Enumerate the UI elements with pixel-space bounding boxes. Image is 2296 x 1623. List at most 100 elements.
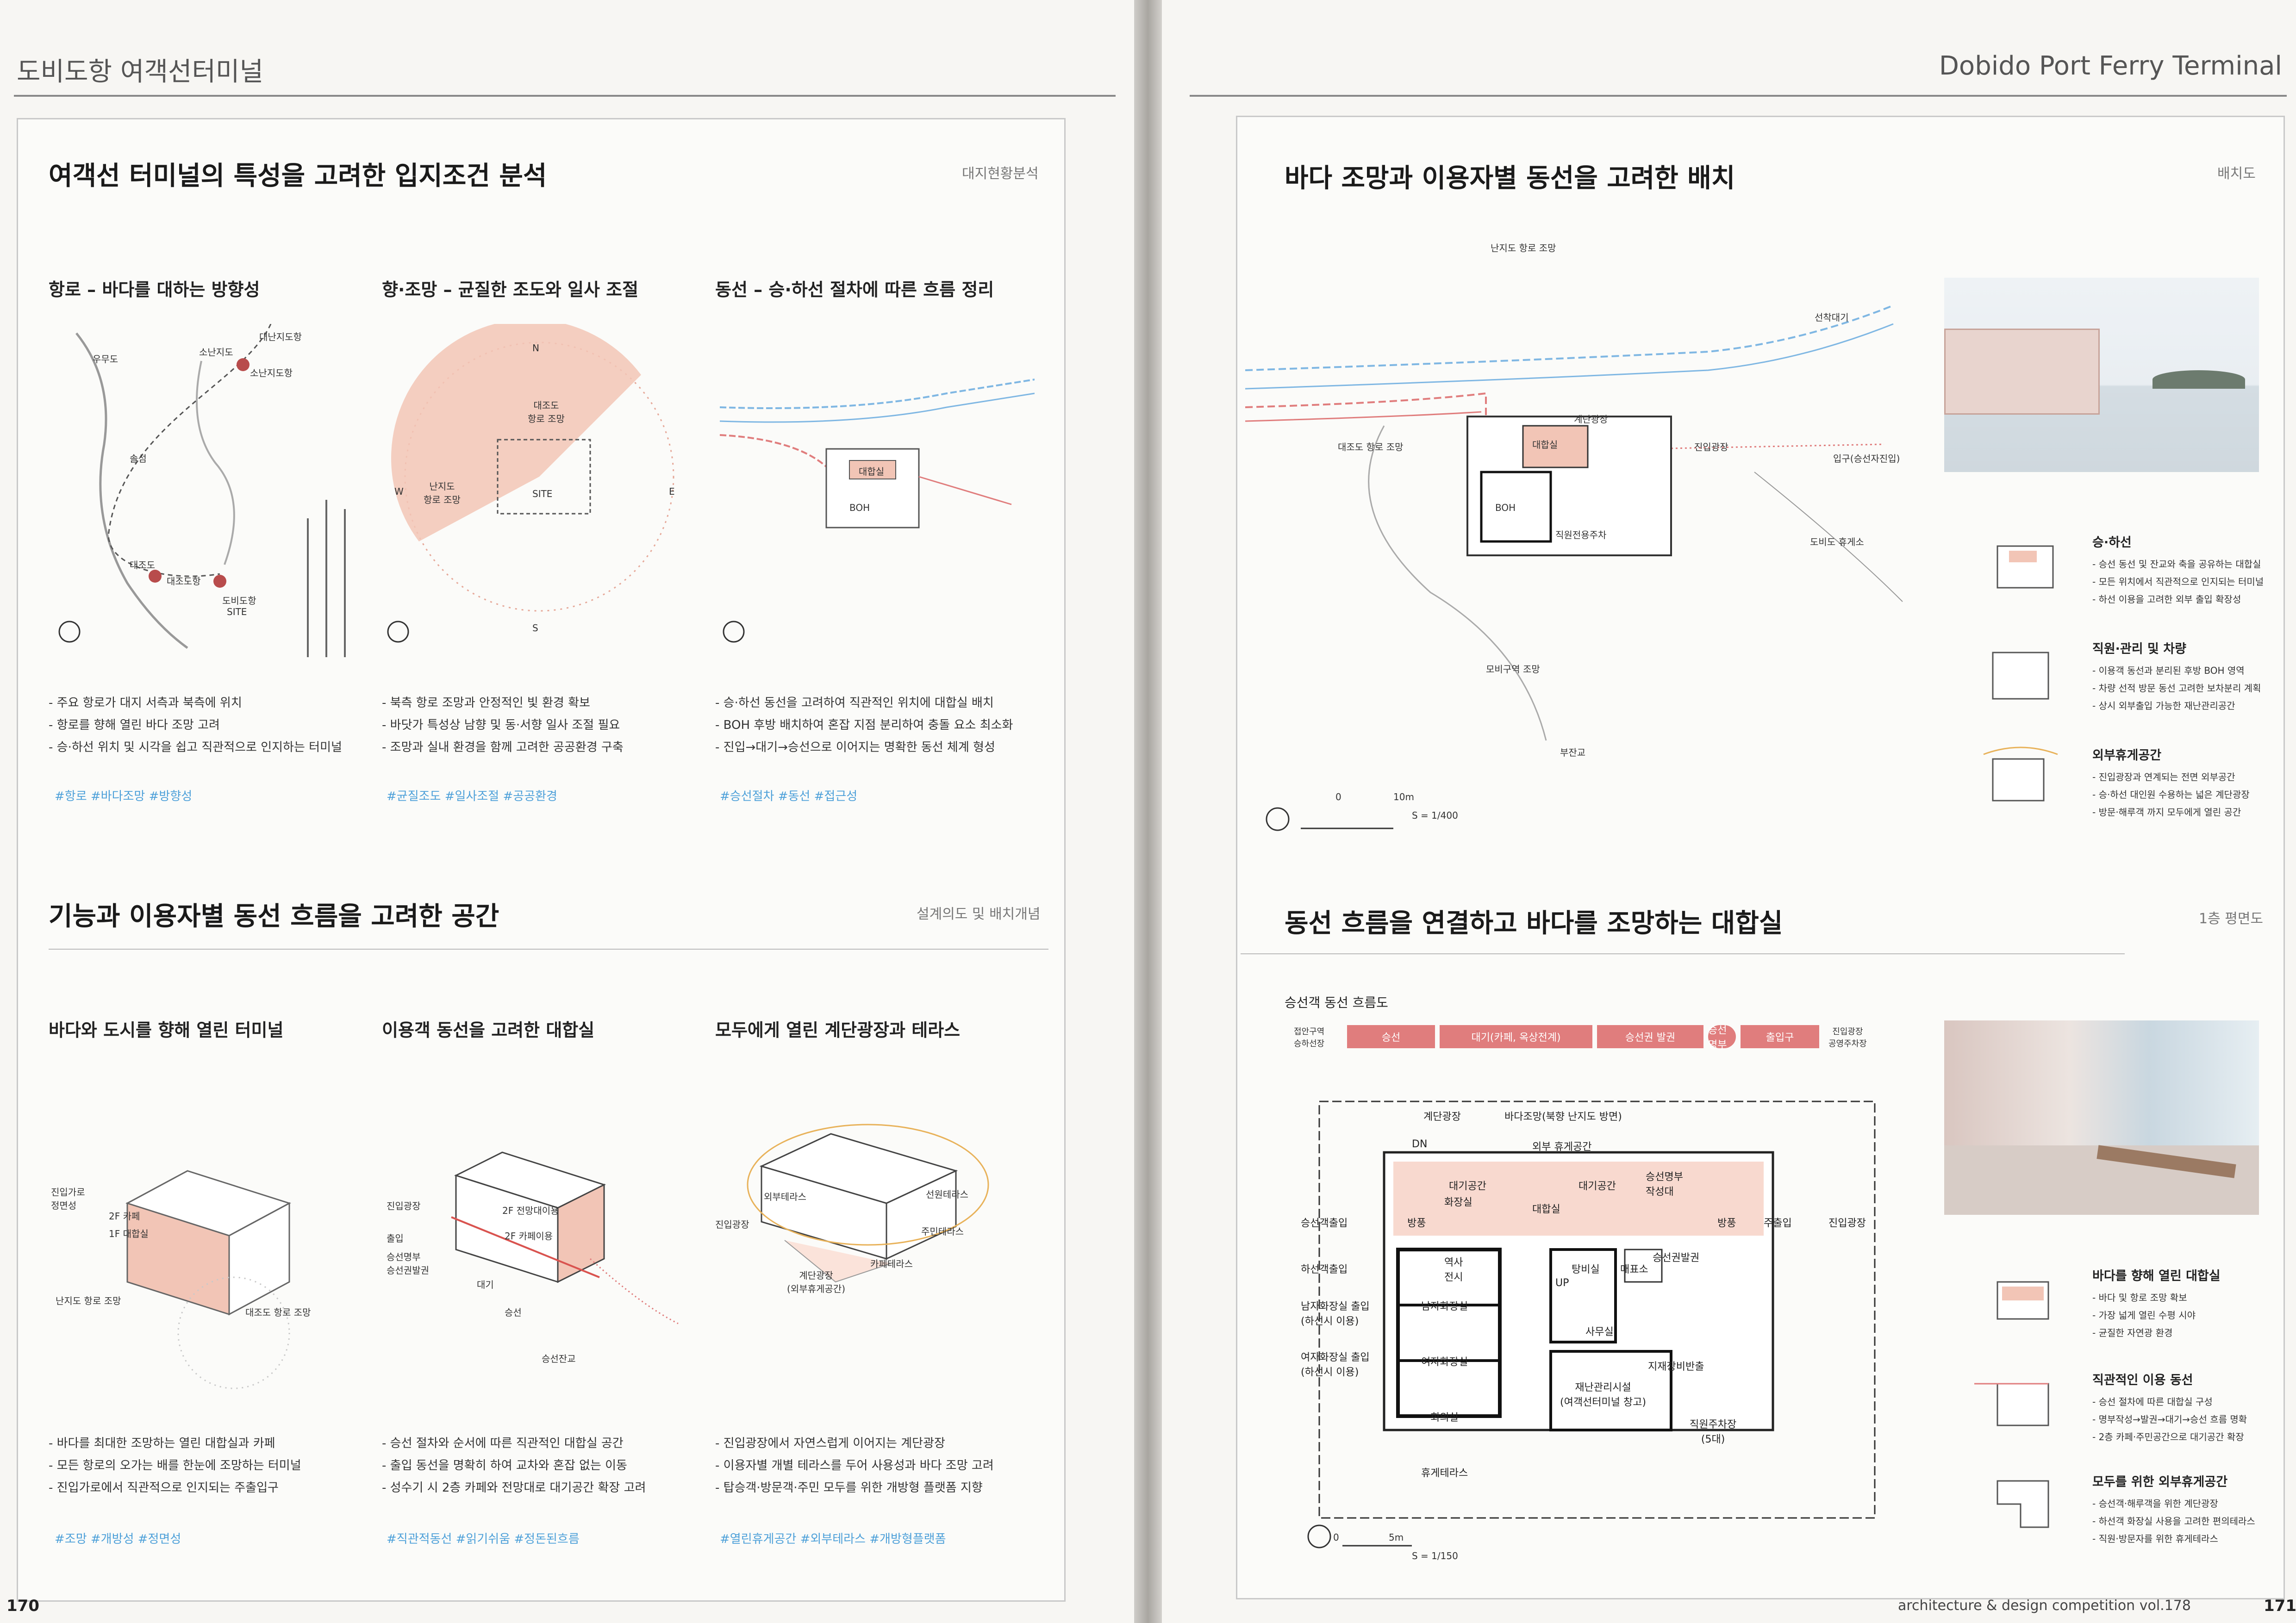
site-label: 부잔교 (1560, 747, 1586, 758)
port-marker (237, 358, 250, 371)
room-label: 승선권발권 (1653, 1252, 1700, 1264)
running-rule-left (14, 95, 1116, 97)
sidebar-title: 바다를 향해 열린 대합실 (2092, 1269, 2221, 1283)
diagram-label: 대조도 항로 조망 (245, 1307, 311, 1318)
circulation-diagram (719, 379, 1035, 643)
site-label: BOH (1495, 502, 1516, 513)
col-heading: 이용객 동선을 고려한 대합실 (382, 1020, 595, 1040)
diagram-label: 진입광장 (715, 1219, 749, 1230)
section2-tag: 1층 평면도 (2199, 911, 2264, 927)
scale-label: S = 1/400 (1412, 810, 1458, 821)
section2-title: 동선 흐름을 연결하고 바다를 조망하는 대합실 (1285, 908, 1783, 939)
sidebar-title: 외부휴게공간 (2092, 748, 2162, 763)
port-marker (213, 575, 226, 588)
render-island (2152, 370, 2245, 389)
room-label: 매표소 (1620, 1264, 1648, 1275)
page-number-right: 171 (2264, 1597, 2296, 1615)
col-heading: 항로 – 바다를 대하는 방향성 (49, 280, 260, 300)
compass-s: S (532, 622, 538, 634)
diagram-label: 진입광장 (387, 1200, 421, 1212)
flow-step: 출입구 (1741, 1025, 1819, 1048)
sidebar-text: - 승선객·해루객을 위한 계단광장 - 하선객 화장실 사용을 고려한 편의테… (2092, 1498, 2255, 1544)
room-label: 탕비실 (1572, 1264, 1600, 1275)
compass-icon (58, 621, 81, 643)
sidebar-title: 직원·관리 및 차량 (2092, 642, 2186, 656)
entry-label: 승선객출입 (1301, 1218, 1348, 1229)
entry-label: 주출입 (1764, 1218, 1792, 1229)
site-label: SITE (532, 488, 553, 499)
bullet-list: - 진입광장에서 자연스럽게 이어지는 계단광장 - 이용자별 개별 테라스를 … (715, 1436, 994, 1495)
scale-five: 5m (1389, 1532, 1404, 1543)
flow-right-label: 진입광장 공영주차장 (1828, 1027, 1867, 1049)
room-label: 화장실 (1444, 1197, 1472, 1208)
lobby-icon-diagram (1997, 1281, 2049, 1320)
right-page: Dobido Port Ferry Terminal 바다 조망과 이용자별 동… (1162, 0, 2296, 1623)
bullet-list: - 승·하선 동선을 고려하여 직관적인 위치에 대합실 배치 - BOH 후방… (715, 696, 1013, 754)
book-gutter (1134, 0, 1162, 1623)
compass-w: W (394, 486, 404, 497)
hashtags: #승선절차 #동선 #접근성 (720, 790, 858, 803)
flow-step: 승선명부 (1708, 1025, 1736, 1051)
diagram-label: 선원테라스 (926, 1189, 968, 1200)
room-label: 휴게테라스 (1421, 1468, 1468, 1479)
diagram-label: 대기 (477, 1279, 494, 1290)
entry-label: 하선객출입 (1301, 1264, 1348, 1275)
lobby-label: 대합실 (859, 466, 885, 477)
sidebar-title: 승·하선 (2092, 535, 2132, 550)
room-label: 남자화장실 (1421, 1301, 1468, 1312)
entry-label: 남자화장실 출입 (하선시 이용) (1301, 1301, 1370, 1327)
col-heading: 바다와 도시를 향해 열린 터미널 (49, 1020, 284, 1040)
exterior-render (1944, 278, 2259, 472)
interior-render (1944, 1020, 2259, 1215)
section1-tag: 배치도 (2217, 166, 2256, 182)
running-title-left: 도비도항 여객선터미널 (17, 57, 264, 87)
room-label: 여자화장실 (1421, 1356, 1468, 1368)
map-label: 소난지도 (199, 347, 233, 358)
compass-icon (1307, 1524, 1331, 1548)
site-label: 입구(승선자진입) (1833, 453, 1900, 464)
sidebar-text: - 승선 절차에 따른 대합실 구성 - 명부작성→발권→대기→승선 흐름 명확… (2092, 1396, 2247, 1443)
section1-tag: 대지현황분석 (962, 166, 1039, 182)
compass-icon (1266, 807, 1290, 831)
boh-label: BOH (849, 502, 870, 513)
hashtags: #조망 #개방성 #정면성 (55, 1532, 181, 1546)
section2-tag: 설계의도 및 배치개념 (917, 906, 1041, 922)
entry-label: 지재장비반출 (1648, 1361, 1704, 1373)
sidebar-text: - 이용객 동선과 분리된 후방 BOH 영역 - 차량 선적 방문 동선 고려… (2092, 665, 2261, 711)
site-label: 도비도 휴게소 (1810, 536, 1864, 547)
hashtags: #열린휴게공간 #외부테라스 #개방형플랫폼 (720, 1532, 946, 1546)
map-label: 대조도 (130, 560, 156, 571)
flow-title: 승선객 동선 흐름도 (1285, 995, 1388, 1010)
site-label: 선착대기 (1815, 312, 1849, 323)
room-label: UP (1555, 1277, 1569, 1289)
room-label: 대기공간 (1449, 1181, 1486, 1192)
room-label: 사무실 (1585, 1326, 1614, 1338)
outdoor-icon-diagram (1983, 746, 2058, 802)
diagram-label: 승선 (505, 1307, 522, 1318)
compass-icon (723, 621, 745, 643)
room-label: 방풍 (1717, 1218, 1736, 1229)
room-label: 대합실 (1532, 1204, 1560, 1215)
sun-orientation-diagram (387, 324, 674, 643)
site-plan (1245, 305, 1903, 831)
room-label: 진입광장 (1828, 1218, 1866, 1229)
hashtags: #직관적동선 #읽기쉬움 #정돈된흐름 (387, 1532, 580, 1546)
sidebar-title: 직관적인 이용 동선 (2092, 1373, 2193, 1387)
diagram-label: 2F 전망대이용 (502, 1205, 559, 1216)
terrace-diagram (747, 1124, 989, 1283)
section1-title: 바다 조망과 이용자별 동선을 고려한 배치 (1285, 163, 1735, 193)
circulation-icon-diagram (1974, 1383, 2049, 1426)
hashtags: #항로 #바다조망 #방향성 (55, 790, 193, 803)
footer-text: architecture & design competition vol.17… (1898, 1598, 2191, 1614)
room-label: 대기공간 (1578, 1181, 1616, 1192)
running-rule-right (1190, 95, 2287, 97)
map-label: SITE (227, 606, 247, 617)
site-label: 진입광장 (1694, 442, 1728, 453)
running-title-right: Dobido Port Ferry Terminal (1939, 51, 2282, 81)
col-heading: 모두에게 열린 계단광장과 테라스 (715, 1020, 961, 1040)
room-label: 외부 휴게공간 (1532, 1141, 1592, 1153)
diagram-label: 출입 (387, 1233, 404, 1244)
sidebar-text: - 진입광장과 연계되는 전면 외부공간 - 승·하선 대인원 수용하는 넓은 … (2092, 771, 2250, 818)
diagram-label: 외부테라스 (764, 1191, 806, 1202)
floor-plan (1307, 1101, 1876, 1548)
